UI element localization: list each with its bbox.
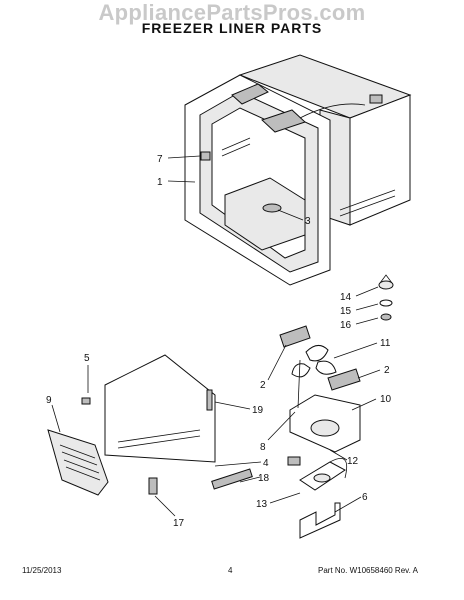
footer-page-number: 4 bbox=[228, 566, 233, 575]
footer-part-number: Part No. W10658460 Rev. A bbox=[318, 566, 418, 575]
callout-17: 17 bbox=[173, 518, 185, 529]
callout-labels: 7 1 3 14 15 16 11 2 2 5 9 19 10 8 4 12 1… bbox=[46, 154, 392, 529]
callout-5: 5 bbox=[84, 353, 90, 364]
callout-13: 13 bbox=[256, 499, 268, 510]
callout-6: 6 bbox=[362, 492, 368, 503]
callout-12: 12 bbox=[347, 456, 359, 467]
callout-11: 11 bbox=[380, 338, 391, 349]
callout-2-right: 2 bbox=[384, 365, 390, 376]
freezer-liner bbox=[184, 54, 412, 286]
callout-2-left: 2 bbox=[260, 380, 266, 391]
footer-date: 11/25/2013 bbox=[22, 566, 62, 575]
callout-8: 8 bbox=[260, 442, 266, 453]
callout-19: 19 bbox=[252, 405, 264, 416]
watermark: AppliancePartsPros.com bbox=[98, 0, 366, 25]
cover-panel bbox=[81, 354, 253, 495]
fan-assembly bbox=[279, 325, 361, 466]
motor-bracket bbox=[299, 458, 348, 539]
callout-4: 4 bbox=[263, 458, 269, 469]
callout-10: 10 bbox=[380, 394, 392, 405]
callout-9: 9 bbox=[46, 395, 52, 406]
callout-3: 3 bbox=[305, 216, 311, 227]
callout-16: 16 bbox=[340, 320, 352, 331]
callout-7: 7 bbox=[157, 154, 163, 165]
callout-1: 1 bbox=[157, 177, 163, 188]
callout-18: 18 bbox=[258, 473, 270, 484]
leader-lines bbox=[51, 155, 381, 517]
page-title: FREEZER LINER PARTS bbox=[141, 20, 323, 36]
callout-15: 15 bbox=[340, 306, 352, 317]
callout-14: 14 bbox=[340, 292, 352, 303]
grille bbox=[47, 429, 109, 496]
fan-motor-hardware bbox=[378, 274, 394, 321]
